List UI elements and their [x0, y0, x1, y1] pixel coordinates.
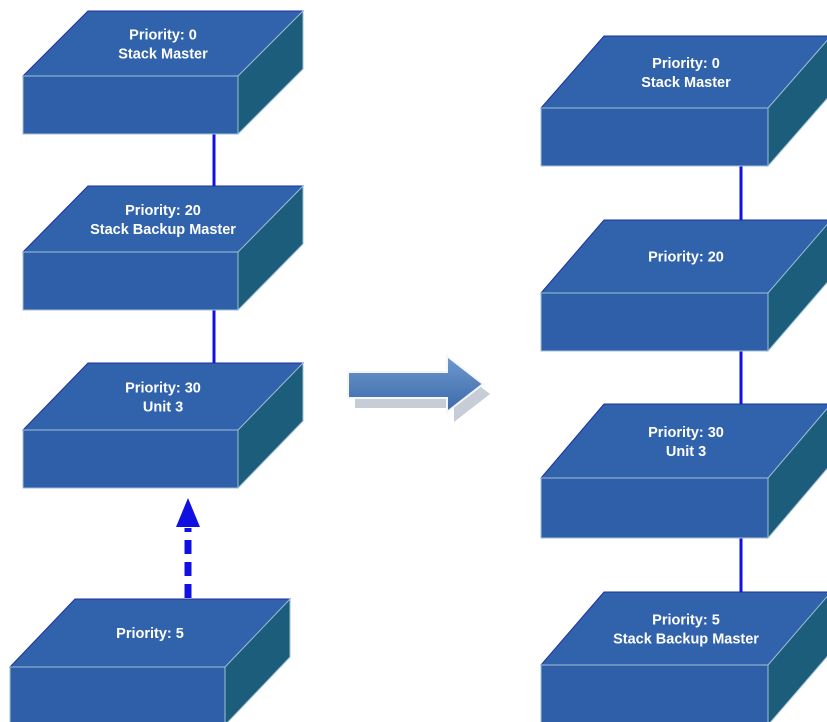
dashed-up-arrow-icon: [176, 498, 200, 598]
priority-label: Priority: 5: [652, 613, 720, 629]
before-switch-unit-c: Priority: 30 Unit 3: [21, 361, 305, 490]
after-switch-unit-c: Priority: 30 Unit 3: [539, 403, 827, 540]
priority-label: Priority: 20: [125, 203, 201, 219]
role-label: Stack Backup Master: [90, 222, 236, 238]
priority-label: Priority: 30: [125, 381, 201, 397]
right-arrow-icon: [347, 353, 490, 422]
priority-label: Priority: 5: [116, 626, 184, 642]
switch-front-face: [22, 75, 239, 135]
switch-front-face: [9, 666, 226, 722]
stack-links: [212, 134, 743, 592]
priority-label: Priority: 30: [648, 425, 724, 441]
after-switch-unit-a: Priority: 0 Stack Master: [539, 35, 827, 168]
role-label: Stack Master: [118, 47, 208, 63]
role-label: Stack Master: [641, 75, 731, 91]
switch-front-face: [540, 292, 769, 352]
priority-label: Priority: 20: [648, 250, 724, 266]
switch-front-face: [22, 429, 239, 489]
before-switch-unit-a: Priority: 0 Stack Master: [21, 9, 305, 136]
priority-label: Priority: 0: [129, 28, 197, 44]
role-label: Unit 3: [143, 400, 183, 416]
switch-front-face: [540, 477, 769, 539]
priority-label: Priority: 0: [652, 56, 720, 72]
after-switch-unit-d: Priority: 5 Stack Backup Master: [539, 591, 827, 722]
switch-front-face: [540, 107, 769, 167]
role-label: Stack Backup Master: [613, 632, 759, 648]
switch-front-face: [22, 251, 239, 311]
switch-front-face: [540, 664, 769, 722]
before-switch-unit-b: Priority: 20 Stack Backup Master: [21, 184, 305, 312]
before-switch-unit-d: Priority: 5: [8, 597, 292, 722]
role-label: Unit 3: [666, 444, 706, 460]
after-switch-unit-b: Priority: 20: [539, 219, 827, 353]
